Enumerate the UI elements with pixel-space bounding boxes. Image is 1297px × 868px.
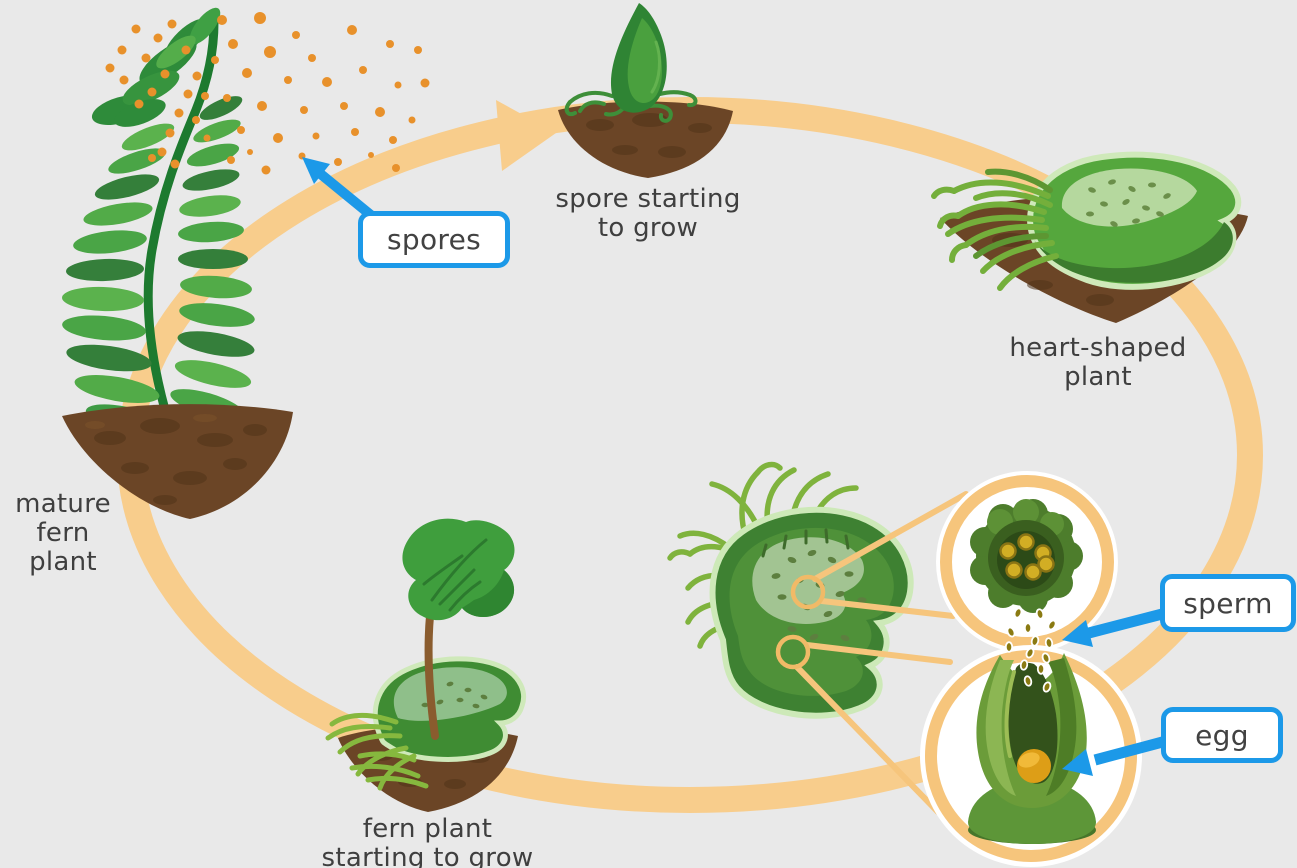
callout-sperm-label: sperm <box>1183 586 1273 620</box>
callout-spores-label: spores <box>386 223 481 256</box>
prothallus-underside-illustration <box>667 461 914 719</box>
antheridium-magnifier <box>936 471 1118 653</box>
sperm-cells-in-antheridium <box>999 533 1055 581</box>
cycle-arrowhead-icon <box>496 100 556 171</box>
young-fern-stem <box>424 612 439 740</box>
mature-fern-illustration <box>62 7 293 519</box>
label-mature-fern-plant: mature fern plant <box>15 489 111 577</box>
label-spore-starting-to-grow: spore starting to grow <box>555 184 741 243</box>
callout-egg-label: egg <box>1195 718 1249 752</box>
heart-plant-prothallus <box>1027 151 1242 290</box>
magnifier-source-circles <box>775 574 826 670</box>
young-fern-rhizoids <box>325 712 429 791</box>
egg-arrow <box>1062 734 1172 776</box>
spore-shoot <box>610 3 667 113</box>
heart-plant-speckles <box>1086 179 1171 227</box>
spore-tendrils <box>564 90 698 123</box>
sperm-arrow <box>1062 606 1172 647</box>
soil-mound-mature-fern <box>62 404 293 519</box>
antheridium-illustration <box>970 499 1083 613</box>
spores-cloud <box>203 12 430 175</box>
fern-leaflets-right <box>170 96 255 419</box>
prothallus-body <box>709 506 914 719</box>
spores-arrow <box>302 157 376 220</box>
heart-shaped-plant-illustration <box>931 151 1248 323</box>
soil-mound-spore <box>558 101 733 178</box>
young-fern-prothallus <box>372 656 527 762</box>
callout-spores: spores <box>358 211 510 268</box>
heart-plant-rhizoids <box>931 168 1059 291</box>
archegonium-illustration <box>968 653 1096 844</box>
label-fern-plant-starting-to-grow: fern plant starting to grow <box>321 814 534 868</box>
spore-sprout-illustration <box>558 3 733 178</box>
archegonium-magnifier <box>920 645 1142 867</box>
fern-sori-dots <box>105 19 209 169</box>
sperm-trail-dots <box>1004 607 1057 693</box>
magnifier-wedge-lines <box>794 491 969 815</box>
egg-cell <box>1017 749 1051 783</box>
prothallus-top-ticks <box>761 528 850 558</box>
callout-sperm: sperm <box>1160 574 1296 632</box>
callout-egg: egg <box>1161 707 1283 763</box>
young-fern-illustration <box>325 518 527 812</box>
young-fern-leaf <box>402 518 515 621</box>
fern-leaflets-left <box>62 95 175 434</box>
label-heart-shaped-plant: heart-shaped plant <box>1009 333 1187 392</box>
